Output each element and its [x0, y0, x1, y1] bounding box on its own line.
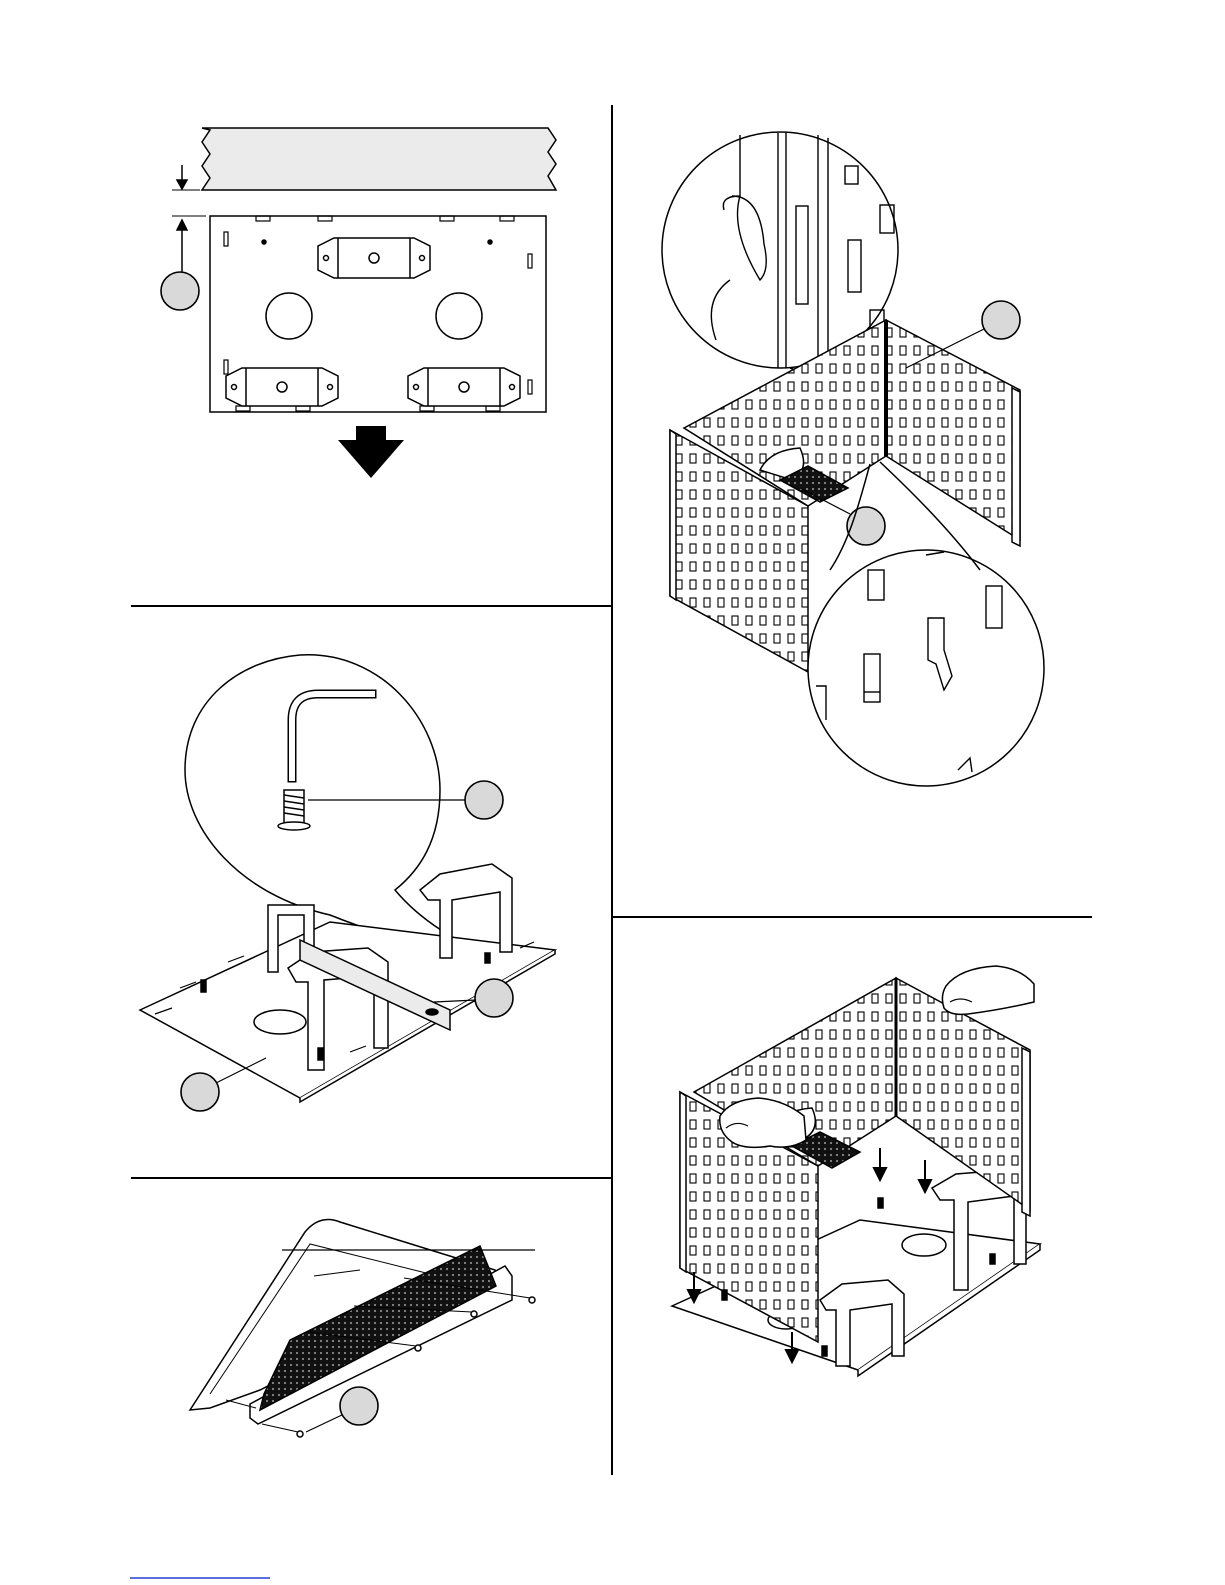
callout-c5 — [340, 1387, 378, 1425]
callout-c1 — [161, 272, 199, 310]
bracket-bottom-left — [226, 368, 338, 406]
panel-assembly — [672, 966, 1040, 1376]
bracket-bottom-right — [408, 368, 520, 406]
detail-magnifier-bottom — [808, 550, 1044, 786]
bracket-top — [318, 238, 430, 278]
callout-c4 — [181, 1073, 219, 1111]
panel-stands-base — [140, 655, 555, 1111]
panel-filter-frame — [190, 1220, 535, 1437]
callout-c2 — [465, 781, 503, 819]
callout-c3 — [475, 979, 513, 1017]
callout-c7 — [982, 301, 1020, 339]
perforated-panel-right — [886, 320, 1020, 540]
panel-mounting-plate — [161, 128, 556, 478]
down-arrow-icon — [338, 426, 404, 478]
ceiling-strip — [202, 128, 556, 190]
hand-top-icon — [942, 966, 1034, 1014]
panel-perforated-panels — [662, 132, 1044, 786]
callout-c6 — [847, 507, 885, 545]
